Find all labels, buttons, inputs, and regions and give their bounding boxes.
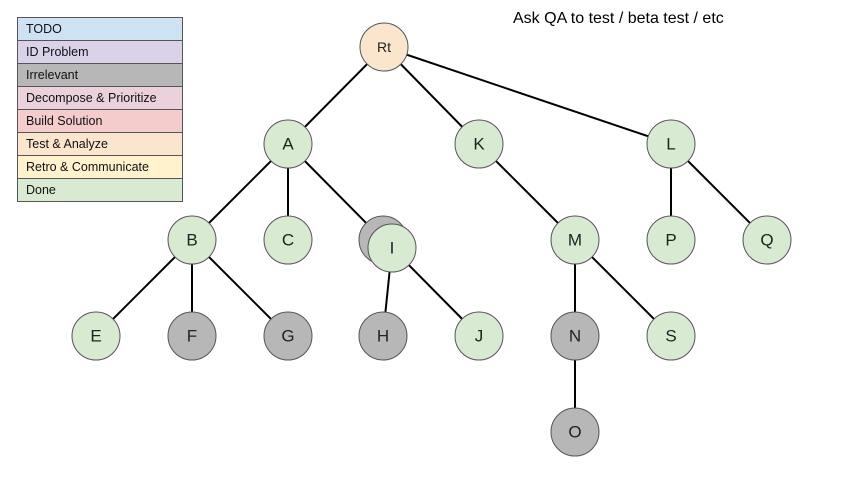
node-label: Rt — [377, 39, 391, 55]
node-g: G — [263, 311, 313, 361]
node-i: I — [367, 223, 417, 273]
node-circle — [550, 215, 600, 265]
node-q: Q — [742, 215, 792, 265]
node-f: F — [167, 311, 217, 361]
node-e: E — [71, 311, 121, 361]
node-circle — [358, 311, 408, 361]
node-label: S — [665, 327, 676, 346]
node-label: G — [281, 327, 294, 346]
node-circle — [550, 407, 600, 457]
node-label: M — [568, 231, 582, 250]
node-label: O — [568, 423, 581, 442]
node-m: M — [550, 215, 600, 265]
node-circle — [167, 215, 217, 265]
node-circle — [454, 119, 504, 169]
node-circle — [71, 311, 121, 361]
node-circle — [263, 311, 313, 361]
node-label: I — [390, 239, 395, 258]
node-label: L — [666, 135, 675, 154]
node-h: H — [358, 311, 408, 361]
node-p: P — [646, 215, 696, 265]
node-j: J — [454, 311, 504, 361]
node-label: C — [282, 231, 294, 250]
node-n: N — [550, 311, 600, 361]
node-s: S — [646, 311, 696, 361]
node-c: C — [263, 215, 313, 265]
node-label: A — [282, 135, 294, 154]
node-circle — [646, 119, 696, 169]
legend-item-irrelevant: Irrelevant — [17, 63, 183, 87]
node-circle — [454, 311, 504, 361]
node-label: K — [473, 135, 485, 154]
node-circle — [646, 215, 696, 265]
node-l: L — [646, 119, 696, 169]
node-label: F — [187, 327, 197, 346]
node-circle — [367, 223, 417, 273]
node-label: J — [475, 327, 484, 346]
legend-item-test-analyze: Test & Analyze — [17, 132, 183, 156]
node-label: Q — [760, 231, 773, 250]
node-label: H — [377, 327, 389, 346]
node-k: K — [454, 119, 504, 169]
node-circle — [167, 311, 217, 361]
node-label: N — [569, 327, 581, 346]
legend-item-todo: TODO — [17, 17, 183, 41]
node-circle — [742, 215, 792, 265]
node-b: B — [167, 215, 217, 265]
node-circle — [646, 311, 696, 361]
node-label: E — [90, 327, 101, 346]
diagram-caption: Ask QA to test / beta test / etc — [513, 10, 724, 27]
node-rt: Rt — [359, 22, 409, 72]
legend-item-build-solution: Build Solution — [17, 109, 183, 133]
node-circle — [263, 215, 313, 265]
legend-item-done: Done — [17, 178, 183, 202]
node-a: A — [263, 119, 313, 169]
legend-item-retro-communicate: Retro & Communicate — [17, 155, 183, 179]
node-circle — [263, 119, 313, 169]
node-circle — [550, 311, 600, 361]
node-circle — [359, 22, 409, 72]
node-label: P — [665, 231, 676, 250]
node-label: B — [186, 231, 197, 250]
edge-rt-l — [383, 46, 672, 145]
node-o: O — [550, 407, 600, 457]
